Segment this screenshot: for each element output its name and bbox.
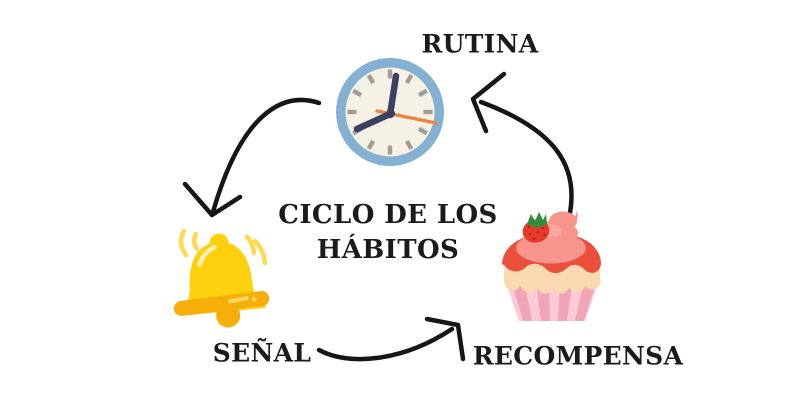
bell-icon: [173, 228, 270, 328]
diagram-title-line1: CICLO DE LOS: [278, 200, 498, 230]
arrow-rutina-to-senal-icon: [182, 97, 322, 218]
label-rutina: RUTINA: [421, 29, 539, 59]
strawberry: [522, 212, 550, 243]
arrow-recompensa-to-rutina-icon: [470, 71, 574, 216]
cupcake-wrapper-stripes: [513, 286, 595, 321]
clock-hour-hand: [353, 110, 394, 133]
diagram-title: CICLO DE LOS HÁBITOS: [278, 198, 497, 268]
clock-icon: [336, 58, 444, 166]
clock-minute-hand: [386, 72, 400, 119]
diagram-title-line2: HÁBITOS: [316, 235, 460, 265]
clock-ticks: [347, 69, 433, 155]
label-senal: SEÑAL: [212, 338, 312, 368]
arrow-senal-to-recompensa-icon: [316, 316, 466, 362]
strawberry-leaf: [527, 212, 547, 228]
label-recompensa: RECOMPENSA: [472, 341, 684, 371]
cupcake-icon: [502, 210, 601, 321]
